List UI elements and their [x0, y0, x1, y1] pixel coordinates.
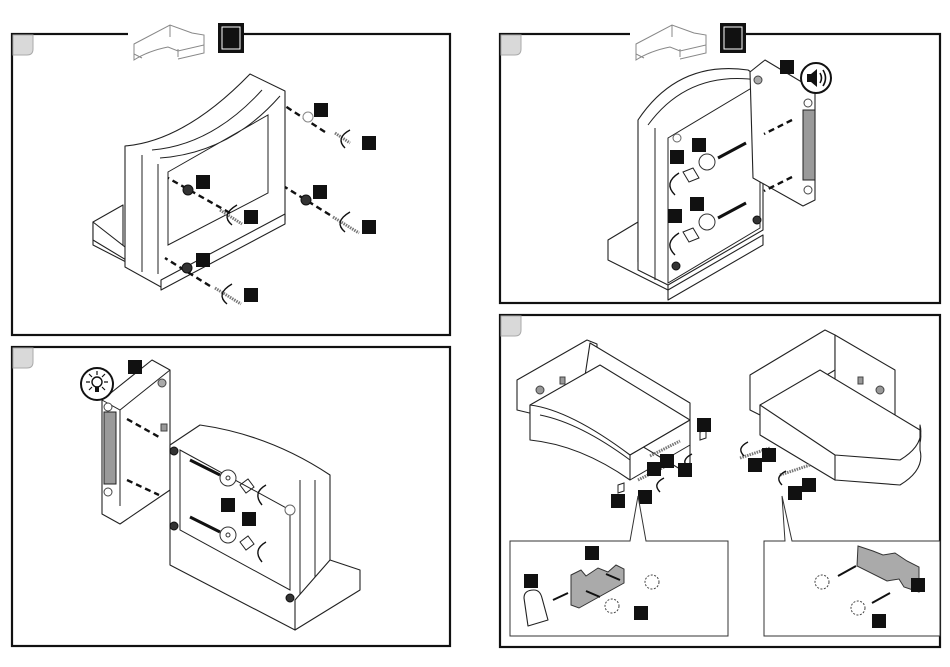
part-marker [911, 578, 925, 592]
detail-inset-right [764, 496, 940, 636]
part-marker [242, 512, 256, 526]
sofa-frame-illustration [608, 69, 763, 300]
panel-step-3 [500, 20, 940, 303]
part-marker [660, 454, 674, 468]
part-marker [788, 486, 802, 500]
part-marker [670, 150, 684, 164]
corner-tab [501, 316, 521, 336]
speaker-icon [801, 63, 831, 93]
part-marker [611, 494, 625, 508]
part-marker [780, 60, 794, 74]
panel-step-1 [12, 20, 450, 335]
part-marker [678, 463, 692, 477]
panel-step-2 [12, 347, 450, 646]
part-marker [634, 606, 648, 620]
part-marker [872, 614, 886, 628]
part-marker [668, 209, 682, 223]
sofa-frame-illustration [170, 425, 360, 630]
part-marker [762, 448, 776, 462]
part-marker [690, 197, 704, 211]
part-marker [697, 418, 711, 432]
corner-tab [13, 35, 33, 55]
lightbulb-icon [81, 368, 113, 400]
part-marker [313, 185, 327, 199]
corner-tab [501, 35, 521, 55]
part-marker [196, 253, 210, 267]
part-marker [314, 103, 328, 117]
part-marker [221, 498, 235, 512]
part-marker [647, 462, 661, 476]
part-marker [524, 574, 538, 588]
part-marker [638, 490, 652, 504]
detail-inset-left [510, 496, 728, 636]
corner-tab [13, 348, 33, 368]
part-marker [748, 458, 762, 472]
part-marker [362, 136, 376, 150]
part-marker [692, 138, 706, 152]
part-marker [196, 175, 210, 189]
part-marker [244, 210, 258, 224]
part-marker [128, 360, 142, 374]
sectional-sofa-icon [630, 20, 720, 60]
part-marker [244, 288, 258, 302]
panel-step-4 [500, 315, 940, 647]
sectional-sofa-icon [128, 20, 218, 60]
part-marker [362, 220, 376, 234]
sofa-frame-illustration [93, 74, 285, 290]
part-marker [585, 546, 599, 560]
part-marker [802, 478, 816, 492]
